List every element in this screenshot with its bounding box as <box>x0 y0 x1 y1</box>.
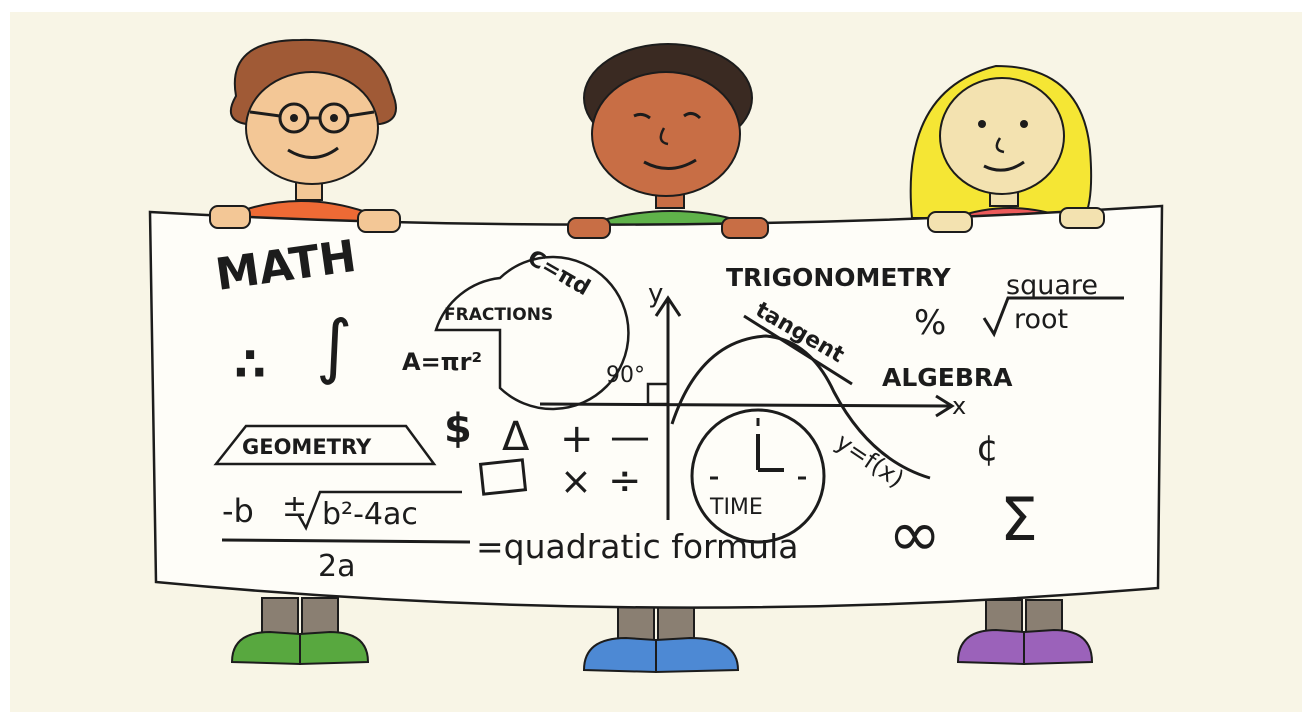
divide-symbol: ÷ <box>608 458 642 504</box>
kid2-face <box>591 71 741 197</box>
kid1-left-eye <box>290 114 298 122</box>
trigonometry-label: TRIGONOMETRY <box>726 263 951 292</box>
square-root-icon <box>982 296 1124 338</box>
kid1-face <box>245 71 379 185</box>
kid1-smile <box>287 146 339 159</box>
quadratic-plus-minus: ± <box>282 489 307 524</box>
kid2-right-leg <box>657 605 695 643</box>
glasses-icon <box>249 102 375 134</box>
right-angle-icon <box>646 382 670 406</box>
kid1-right-eye <box>330 114 338 122</box>
kid1-right-hand <box>357 209 401 233</box>
tangent-line <box>743 314 853 386</box>
kid1-right-shoe <box>299 630 370 666</box>
quadratic-neg-b: -b <box>222 492 254 530</box>
kid2-right-hand <box>721 217 769 239</box>
root-word: root <box>1014 304 1068 335</box>
angle-label: 90° <box>606 363 645 388</box>
x-axis-arrow-icon <box>935 394 955 418</box>
fractions-pie-icon <box>434 255 630 411</box>
kid3 <box>939 77 1065 207</box>
minus-symbol: — <box>610 414 650 460</box>
integral-symbol: ∫ <box>316 305 352 387</box>
kid2-left-eye <box>633 112 651 120</box>
dollar-symbol: $ <box>444 406 472 452</box>
triangle-symbol: Δ <box>502 414 530 460</box>
kid1 <box>229 38 397 201</box>
percent-symbol: % <box>914 303 946 343</box>
math-banner <box>148 204 1164 609</box>
infinity-symbol: ∞ <box>888 498 941 572</box>
kid3-right-eye <box>1020 120 1028 128</box>
clock-icon <box>690 408 826 544</box>
quadratic-radicand: b²-4ac <box>322 497 418 532</box>
kid2-left-shoe <box>582 636 657 674</box>
geometry-plaque <box>213 424 437 466</box>
legs-and-shoes <box>230 597 1094 674</box>
fractions-label: FRACTIONS <box>444 305 553 325</box>
algebra-label: ALGEBRA <box>882 363 1013 392</box>
plus-symbol: + <box>560 416 594 462</box>
kid1-left-shoe <box>230 630 301 666</box>
time-label: TIME <box>709 495 763 520</box>
y-axis-arrow-icon <box>654 295 682 317</box>
hands <box>209 205 401 233</box>
square-word: square <box>1006 270 1098 301</box>
function-curve <box>670 334 931 480</box>
quadratic-root-icon <box>296 490 462 531</box>
kid3-nose <box>995 137 1005 154</box>
sigma-symbol: Σ <box>1000 485 1038 555</box>
kid3-left-hand <box>927 211 973 233</box>
cent-symbol: ¢ <box>976 428 999 469</box>
clock-face <box>690 408 826 544</box>
kid2-right-shoe <box>655 636 740 674</box>
kid2-right-eye <box>683 111 702 120</box>
kid2-smile <box>643 158 697 170</box>
kid3-face <box>939 77 1065 195</box>
y-axis-label: y <box>648 279 663 309</box>
kid2-left-hand <box>567 217 611 239</box>
times-symbol: × <box>560 459 592 503</box>
quadratic-denominator: 2a <box>318 549 355 584</box>
kid3-smile <box>983 160 1025 172</box>
x-axis <box>539 402 951 408</box>
kid2-nose <box>659 127 669 146</box>
kid1-left-hand <box>209 205 251 229</box>
quadratic-formula-label: =quadratic formula <box>476 527 798 566</box>
kid2 <box>583 43 753 209</box>
kid3-right-hand <box>1059 207 1105 229</box>
area-formula: A=πr² <box>402 348 482 376</box>
x-axis-label: x <box>952 392 966 420</box>
square-shape-icon <box>478 458 528 496</box>
therefore-symbol: ∴ <box>234 337 266 391</box>
kid3-left-eye <box>978 120 986 128</box>
kid2-left-leg <box>617 605 655 643</box>
quadratic-fraction-bar <box>221 538 471 544</box>
kid3-left-shoe <box>956 628 1025 666</box>
kid3-right-shoe <box>1023 628 1094 666</box>
geometry-label: GEOMETRY <box>242 435 372 459</box>
